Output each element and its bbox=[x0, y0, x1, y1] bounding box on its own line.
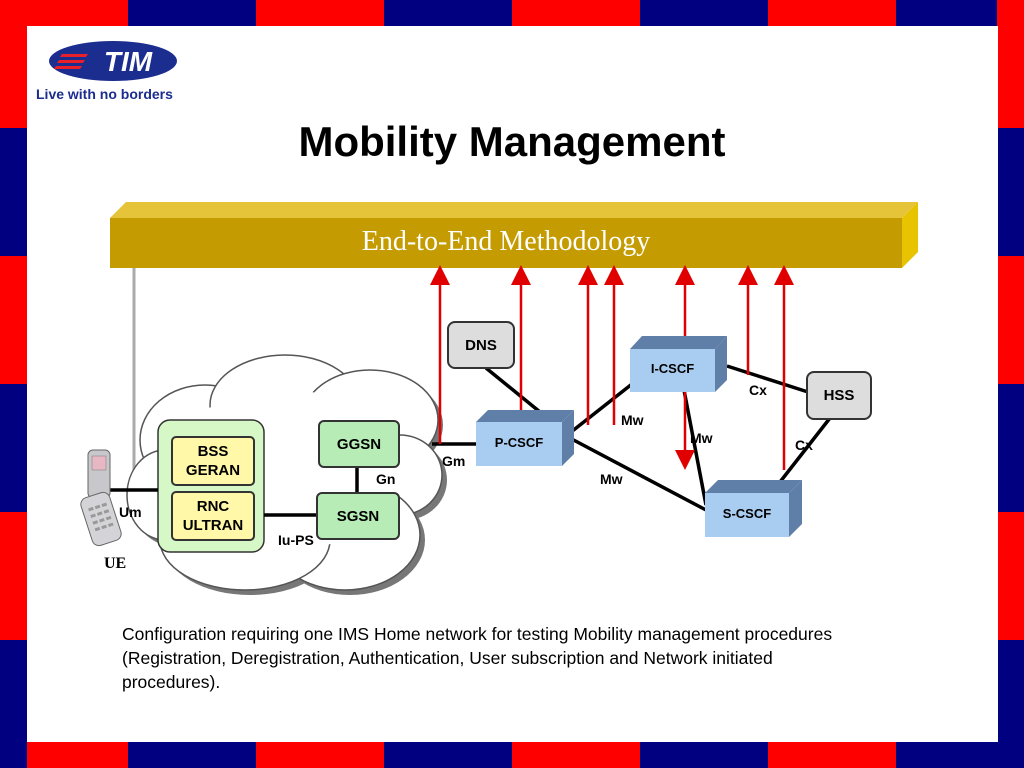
sgsn-label: SGSN bbox=[336, 507, 380, 525]
mw-interface-label: Mw bbox=[690, 430, 713, 446]
border-stripe bbox=[997, 512, 1024, 640]
pcscf-label: P-CSCF bbox=[494, 434, 544, 450]
border-stripe bbox=[997, 0, 1024, 128]
scscf-node: S-CSCF bbox=[705, 493, 789, 533]
dns-node: DNS bbox=[447, 321, 515, 369]
pcscf-node: P-CSCF bbox=[476, 422, 562, 462]
scscf-box bbox=[705, 480, 802, 537]
methodology-banner bbox=[110, 202, 918, 268]
gn-interface-label: Gn bbox=[376, 471, 396, 487]
border-stripe bbox=[0, 640, 27, 768]
hss-label: HSS bbox=[823, 387, 855, 404]
tim-logo: TIM bbox=[48, 40, 178, 82]
slide-caption: Configuration requiring one IMS Home net… bbox=[122, 624, 833, 692]
slide-title: Mobility Management bbox=[298, 118, 726, 165]
end-to-end-arrows bbox=[430, 265, 794, 470]
border-stripe bbox=[384, 741, 512, 768]
border-stripe bbox=[640, 741, 768, 768]
border-stripe bbox=[0, 384, 27, 512]
icscf-label: I-CSCF bbox=[650, 360, 695, 376]
cx-interface-label: Cx bbox=[749, 382, 767, 398]
border-stripe bbox=[997, 256, 1024, 384]
icscf-box bbox=[630, 336, 727, 392]
cx-interface-label: Cx bbox=[795, 437, 813, 453]
pcscf-box bbox=[476, 410, 574, 466]
rnc-ultran-node: RNC ULTRAN bbox=[171, 491, 255, 541]
logo-brand: TIM bbox=[104, 46, 153, 77]
scscf-label: S-CSCF bbox=[722, 505, 772, 521]
mobile-phone-icon bbox=[80, 449, 122, 547]
um-interface-label: Um bbox=[119, 504, 142, 520]
icscf-node: I-CSCF bbox=[630, 349, 715, 387]
border-stripe bbox=[997, 384, 1024, 512]
dns-label: DNS bbox=[465, 336, 497, 354]
iu-ps-interface-label: Iu-PS bbox=[278, 532, 314, 548]
border-stripe bbox=[128, 0, 256, 27]
logo-tagline: Live with no borders bbox=[36, 86, 173, 102]
border-stripe bbox=[0, 0, 27, 128]
hss-node: HSS bbox=[806, 371, 872, 420]
ggsn-label: GGSN bbox=[336, 435, 382, 453]
ggsn-node: GGSN bbox=[318, 420, 400, 468]
border-stripe bbox=[512, 0, 640, 27]
rnc-ultran-label: RNC ULTRAN bbox=[182, 498, 244, 534]
border-stripe bbox=[128, 741, 256, 768]
border-stripe bbox=[256, 741, 384, 768]
border-stripe bbox=[512, 741, 640, 768]
border-stripe bbox=[768, 741, 896, 768]
sgsn-node: SGSN bbox=[316, 492, 400, 540]
mw-interface-label: Mw bbox=[621, 412, 644, 428]
border-stripe bbox=[0, 512, 27, 640]
border-stripe bbox=[0, 256, 27, 384]
gm-interface-label: Gm bbox=[442, 453, 466, 469]
border-stripe bbox=[768, 0, 896, 27]
bss-geran-node: BSS GERAN bbox=[171, 436, 255, 486]
border-stripe bbox=[997, 128, 1024, 256]
border-stripe bbox=[640, 0, 768, 27]
network-links bbox=[110, 364, 832, 517]
ue-label: UE bbox=[104, 555, 127, 572]
border-stripe bbox=[0, 128, 27, 256]
banner-label: End-to-End Methodology bbox=[361, 226, 651, 257]
border-stripe bbox=[256, 0, 384, 27]
bss-geran-label: BSS GERAN bbox=[185, 443, 241, 479]
mw-interface-label: Mw bbox=[600, 471, 623, 487]
border-stripe bbox=[997, 640, 1024, 768]
border-stripe bbox=[384, 0, 512, 27]
